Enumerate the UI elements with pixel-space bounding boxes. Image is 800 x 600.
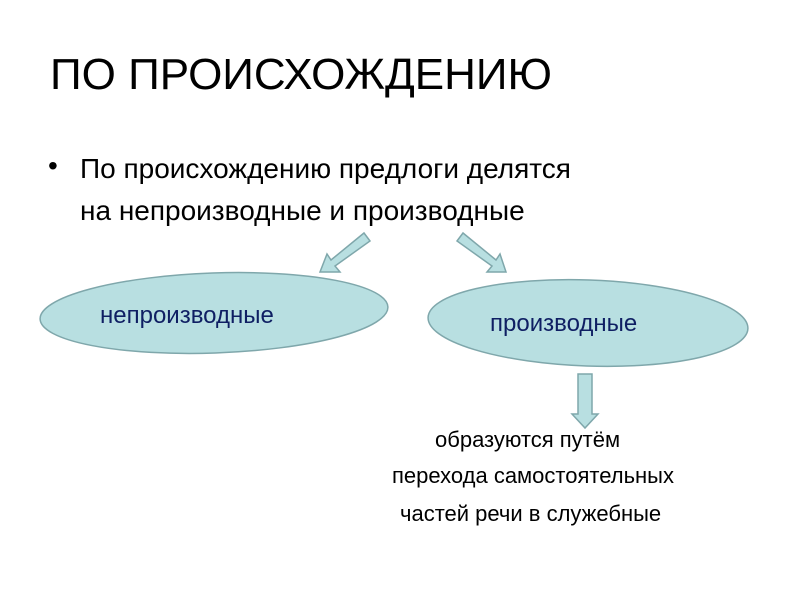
slide-title: ПО ПРОИСХОЖДЕНИЮ: [50, 50, 553, 99]
left-oval-label: непроизводные: [100, 302, 274, 329]
bullet-line-2: на непроизводные и производные: [80, 195, 525, 226]
description-line-2: перехода самостоятельных: [392, 463, 674, 488]
description-line-1: образуются путём: [435, 427, 621, 452]
bullet-icon: •: [48, 150, 58, 181]
arrow-right-icon: [455, 231, 508, 273]
bullet-line-1: По происхождению предлоги делятся: [80, 153, 571, 184]
left-oval: [39, 271, 389, 355]
right-oval: [427, 278, 749, 368]
arrow-down-icon: [570, 373, 600, 430]
bullet-text: По происхождению предлоги делятся на неп…: [80, 148, 760, 232]
right-oval-label: производные: [490, 310, 638, 337]
arrow-left-icon: [318, 231, 372, 273]
description-line-3: частей речи в служебные: [400, 501, 662, 526]
